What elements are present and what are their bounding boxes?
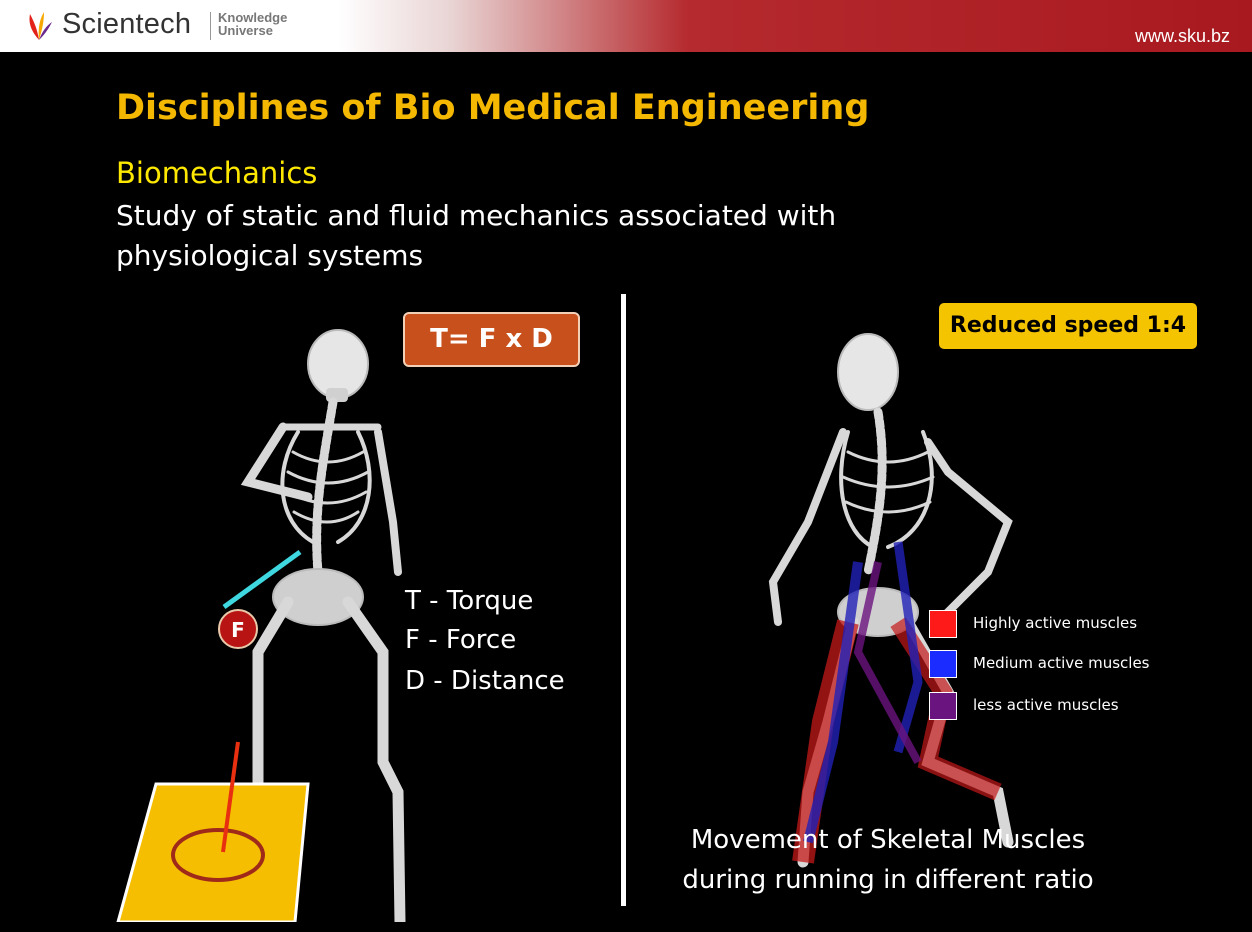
variable-torque: T - Torque — [405, 586, 533, 616]
high-activity-swatch-icon — [929, 610, 957, 638]
muscle-key-medium-label: Medium active muscles — [973, 654, 1150, 672]
seated-skeleton-illustration: F — [108, 322, 438, 922]
animation-caption: Movement of Skeletal Muscles during runn… — [648, 820, 1128, 900]
panel-divider — [621, 294, 626, 906]
slide-subtitle: Biomechanics — [116, 156, 317, 190]
speed-badge: Reduced speed 1:4 — [939, 303, 1197, 349]
medium-activity-swatch-icon — [929, 650, 957, 678]
slide-content: Disciplines of Bio Medical Engineering B… — [8, 52, 1244, 926]
scientech-logo-icon — [24, 10, 54, 42]
caption-line2: during running in different ratio — [648, 860, 1128, 900]
variable-force: F - Force — [405, 625, 516, 655]
header-bar: Scientech Knowledge Universe www.sku.bz — [0, 0, 1252, 52]
muscle-key-low-label: less active muscles — [973, 696, 1119, 714]
force-marker-label: F — [231, 618, 245, 642]
slide-description: Study of static and fluid mechanics asso… — [116, 196, 1016, 276]
brand-tagline: Knowledge Universe — [218, 11, 287, 37]
slide-title: Disciplines of Bio Medical Engineering — [116, 88, 869, 128]
caption-line1: Movement of Skeletal Muscles — [648, 820, 1128, 860]
low-activity-swatch-icon — [929, 692, 957, 720]
running-skeleton-illustration — [748, 322, 1018, 882]
brand-tagline-line2: Universe — [218, 24, 287, 37]
brand-divider — [210, 12, 211, 40]
variable-distance: D - Distance — [405, 666, 565, 696]
brand-name: Scientech — [62, 8, 191, 41]
torque-formula-box: T= F x D — [403, 312, 580, 367]
muscle-key-high-label: Highly active muscles — [973, 614, 1137, 632]
site-url[interactable]: www.sku.bz — [1135, 26, 1230, 47]
force-plate-icon — [118, 784, 308, 922]
